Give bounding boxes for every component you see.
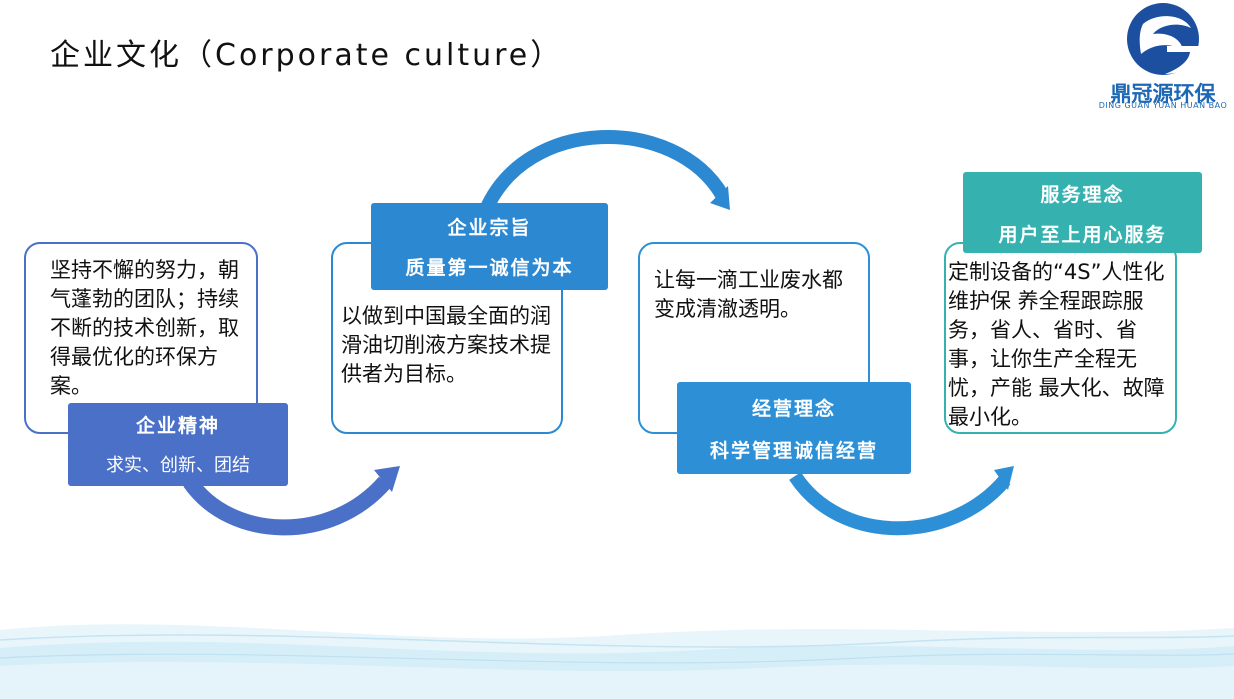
page-title: 企业文化（Corporate culture） [50, 38, 564, 73]
label-business-sub: 科学管理诚信经营 [709, 440, 878, 462]
decorative-wave [0, 624, 1234, 699]
label-service-sub: 用户至上用心服务 [998, 224, 1167, 246]
label-business-title: 经营理念 [751, 398, 836, 420]
card-spirit-text: 坚持不懈的努力，朝气蓬勃的团队；持续不断的技术创新，取得最优化的环保方案。 [50, 258, 239, 398]
label-service-title: 服务理念 [1040, 184, 1125, 206]
label-service: 服务理念 用户至上用心服务 [963, 172, 1202, 253]
label-spirit-title: 企业精神 [135, 415, 220, 437]
logo-name: 鼎冠源环保 [1110, 82, 1216, 106]
card-purpose-text: 以做到中国最全面的润滑油切削液方案技术提供者为目标。 [341, 304, 551, 386]
card-spirit: 坚持不懈的努力，朝气蓬勃的团队；持续不断的技术创新，取得最优化的环保方案。 [24, 242, 258, 434]
card-service: 定制设备的“4S”人性化维护保 养全程跟踪服务，省人、省时、省事，让你生产全程无… [944, 242, 1177, 434]
card-service-text: 定制设备的“4S”人性化维护保 养全程跟踪服务，省人、省时、省事，让你生产全程无… [948, 260, 1165, 429]
label-spirit: 企业精神 求实、创新、团结 [68, 403, 288, 486]
label-business: 经营理念 科学管理诚信经营 [677, 382, 911, 474]
label-purpose-sub: 质量第一诚信为本 [405, 257, 574, 279]
company-logo [1127, 3, 1199, 75]
card-business-text: 让每一滴工业废水都变成清澈透明。 [654, 268, 843, 321]
label-purpose: 企业宗旨 质量第一诚信为本 [371, 203, 608, 290]
label-spirit-sub: 求实、创新、团结 [106, 455, 250, 476]
logo-pinyin: DING GUAN YUAN HUAN BAO [1098, 101, 1228, 110]
label-purpose-title: 企业宗旨 [447, 217, 532, 239]
